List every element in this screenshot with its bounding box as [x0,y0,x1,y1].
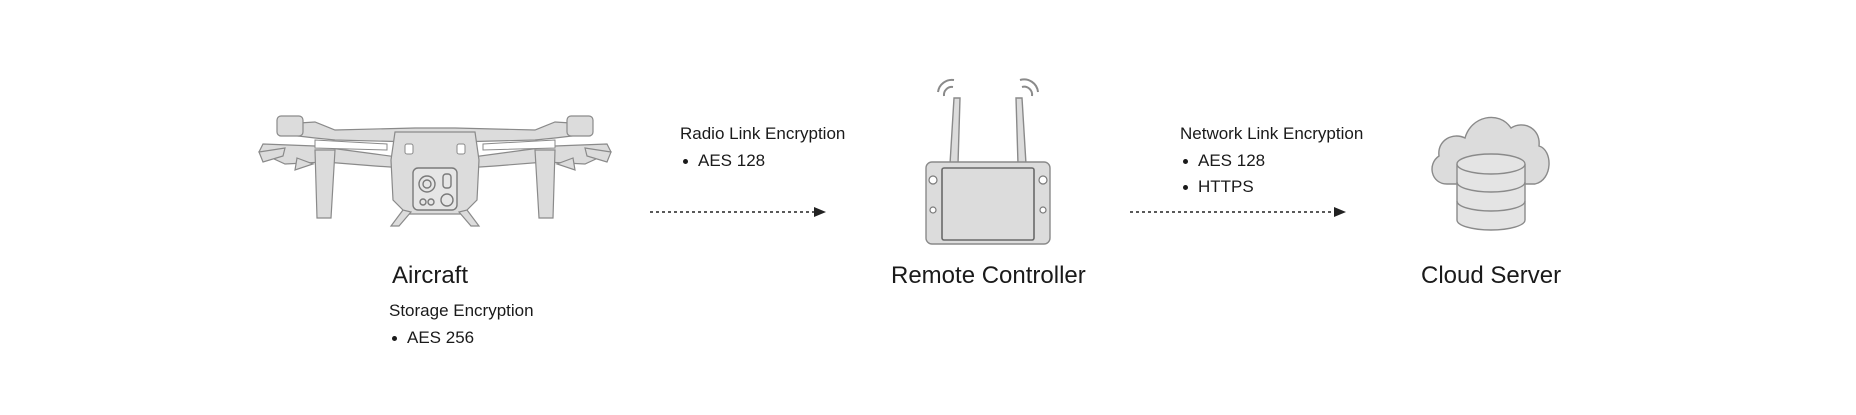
network-link-encryption-list: AES 128 HTTPS [1180,148,1363,200]
radio-link-encryption-block: Radio Link Encryption AES 128 [680,124,845,174]
radio-link-encryption-list: AES 128 [680,148,845,174]
drone-icon [258,115,612,227]
network-link-arrow [1130,207,1346,217]
remote-controller-icon [925,78,1051,245]
radio-link-arrow [650,207,826,217]
storage-encryption-block: Storage Encryption AES 256 [389,301,534,351]
storage-encryption-title: Storage Encryption [389,301,534,320]
aircraft-label: Aircraft [392,262,469,289]
list-item: AES 128 [680,148,845,174]
remote-controller-label: Remote Controller [891,262,1086,289]
network-link-encryption-block: Network Link Encryption AES 128 HTTPS [1180,124,1363,200]
storage-encryption-list: AES 256 [389,325,534,351]
network-link-encryption-title: Network Link Encryption [1180,124,1364,143]
list-item: AES 128 [1180,148,1363,174]
list-item: HTTPS [1180,174,1363,200]
list-item: AES 256 [389,325,534,351]
cloud-server-label: Cloud Server [1421,262,1562,289]
radio-link-encryption-title: Radio Link Encryption [680,124,846,143]
cloud-server-icon [1431,116,1550,231]
